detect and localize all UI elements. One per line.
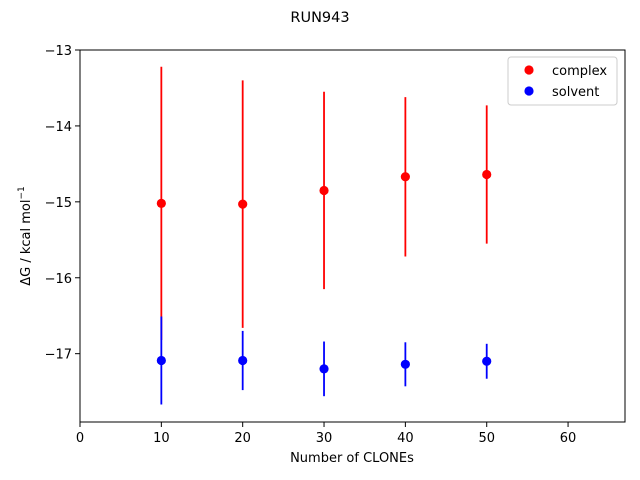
solvent-point (482, 356, 492, 366)
legend-marker-complex (524, 65, 534, 75)
chart-title: RUN943 (290, 10, 349, 26)
x-tick-label: 50 (478, 431, 495, 446)
complex-point (156, 198, 166, 208)
x-tick-label: 30 (316, 431, 333, 446)
legend-label-solvent: solvent (552, 85, 599, 100)
y-tick-label: −17 (45, 348, 72, 363)
solvent-point (400, 359, 410, 369)
y-axis-label: ΔG / kcal mol−1 (17, 186, 34, 286)
axes: 0 10 20 30 40 50 60 −17 −16 −15 −14 −13 (45, 44, 626, 446)
complex-point (238, 199, 248, 209)
legend-marker-solvent (524, 86, 534, 96)
y-tick-label: −15 (45, 196, 72, 211)
x-tick-label: 60 (560, 431, 577, 446)
plot-frame (79, 49, 626, 423)
y-tick-label: −14 (45, 120, 72, 135)
x-tick-label: 20 (234, 431, 251, 446)
legend-box (507, 56, 618, 106)
y-tick-label: −13 (45, 44, 72, 59)
x-tick-label: 0 (76, 431, 84, 446)
solvent-point (319, 364, 329, 374)
complex-point (400, 172, 410, 182)
y-tick-label: −16 (45, 272, 72, 287)
x-axis-label: Number of CLONEs (290, 451, 414, 466)
legend: complex solvent (507, 56, 618, 106)
solvent-point (156, 355, 166, 366)
x-tick-label: 10 (153, 431, 170, 446)
svg-text:ΔG / kcal mol−1: ΔG / kcal mol−1 (17, 186, 34, 286)
solvent-point (238, 355, 248, 366)
complex-point (319, 185, 329, 196)
y-axis-label-exponent: −1 (17, 186, 27, 199)
plot-area (156, 66, 492, 405)
y-axis-label-main: ΔG / kcal mol (19, 200, 34, 286)
complex-point (482, 169, 492, 180)
x-tick-label: 40 (397, 431, 414, 446)
legend-label-complex: complex (552, 64, 607, 79)
